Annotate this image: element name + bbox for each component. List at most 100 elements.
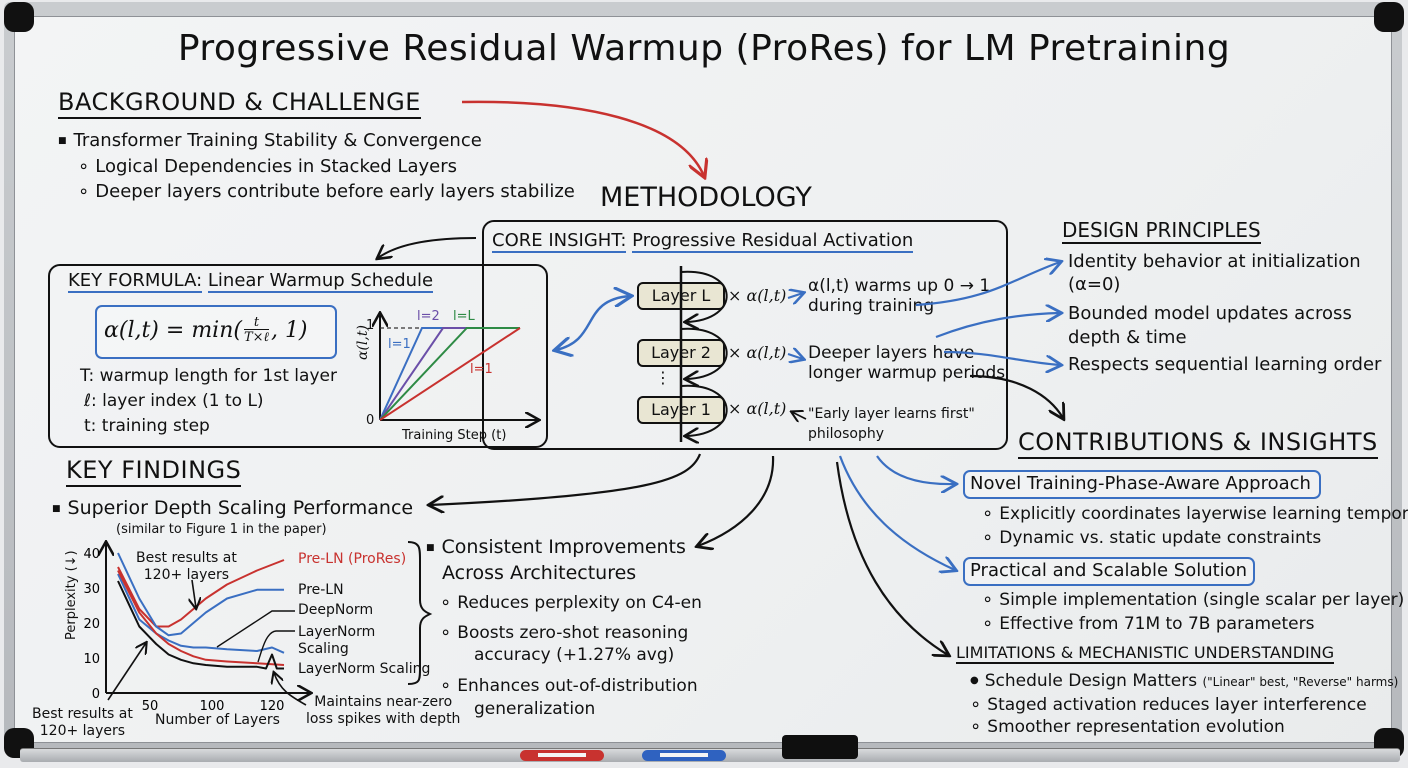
annotation-best-bottom: Best results at 120+ layers <box>32 706 133 740</box>
background-bullet-text: Transformer Training Stability & Converg… <box>73 130 482 151</box>
contribution-group-box <box>963 557 1255 586</box>
warmup-series-label: l=2 <box>417 309 440 324</box>
formula-numerator: t <box>253 315 260 330</box>
design-principles-heading: DESIGN PRINCIPLES <box>1062 218 1261 244</box>
deeper-note: Deeper layers have <box>808 343 975 363</box>
formula: α(l,t) = min( t T×ℓ , 1) <box>104 316 308 344</box>
contribution-group-title: Practical and Scalable Solution <box>970 560 1248 581</box>
improvements-title: Across Architectures <box>442 562 637 584</box>
contribution-item-text: Simple implementation (single scalar per… <box>999 590 1405 610</box>
limitation-item-text: Staged activation reduces layer interfer… <box>987 695 1367 715</box>
blue-marker[interactable] <box>642 750 726 761</box>
philosophy-note: "Early layer learns first" <box>808 406 975 422</box>
arrow-background-to-methodology <box>461 100 704 176</box>
formula-rhs: , 1) <box>270 317 308 343</box>
core-insight-label: CORE INSIGHT: <box>492 230 627 253</box>
arrow-formula-layer-link <box>556 296 630 350</box>
sub-bullet-text: Deeper layers contribute before early la… <box>95 181 575 202</box>
annotation-text: loss spikes with depth <box>306 711 461 727</box>
depth-y-tick-label: 20 <box>83 617 100 632</box>
core-insight-box <box>482 220 1008 450</box>
annotation-text: 120+ layers <box>39 723 126 739</box>
formula-denominator: T×ℓ <box>243 329 269 345</box>
sub-bullet-text: Logical Dependencies in Stacked Layers <box>95 156 458 177</box>
design-principle: depth & time <box>1068 327 1187 348</box>
warmup-chart <box>380 314 538 420</box>
arrow-to-limitations <box>835 461 948 655</box>
legend-entry: Pre-LN (ProRes) <box>298 551 407 567</box>
annotation-arrow <box>192 579 196 608</box>
layer-ellipsis: ⋮ <box>655 368 671 387</box>
formula-fraction: t T×ℓ <box>243 315 269 345</box>
legend-entry: LayerNorm Scaling <box>298 624 376 657</box>
annotation-spikes: Maintains near-zero loss spikes with dep… <box>306 694 460 728</box>
limitations-heading: LIMITATIONS & MECHANISTIC UNDERSTANDING <box>956 643 1335 664</box>
contribution-item-text: Explicitly coordinates layerwise learnin… <box>999 504 1408 524</box>
key-findings-heading: KEY FINDINGS <box>66 456 242 487</box>
improvement-item-text: Boosts zero-shot reasoning <box>457 623 689 643</box>
improvement-item-cont: generalization <box>474 699 596 719</box>
key-formula-label: KEY FORMULA: <box>68 270 203 293</box>
warmup-series-label: l=L <box>453 309 475 324</box>
legend-entry: Pre-LN <box>298 582 344 598</box>
improvements-title: Consistent Improvements <box>441 536 686 558</box>
formula-box <box>95 305 337 359</box>
key-formula-box <box>48 264 548 448</box>
alpha-multiplier: × α(l,t) <box>728 343 787 362</box>
depth-x-tick-label: 120 <box>260 699 285 714</box>
warmup-series-line <box>379 327 520 421</box>
arrow-to-practical-solution <box>838 455 955 570</box>
warmup-series-label: l=1 <box>470 362 493 377</box>
improvement-item: Enhances out-of-distribution <box>440 675 698 696</box>
warmup-chart-ytick: 0 <box>366 413 375 428</box>
depth-x-tick-label: 50 <box>142 699 159 714</box>
background-heading: BACKGROUND & CHALLENGE <box>58 88 421 119</box>
warmup-note: during training <box>808 296 935 316</box>
contribution-item: Simple implementation (single scalar per… <box>982 589 1404 610</box>
eraser[interactable] <box>782 735 858 759</box>
improvement-item-text: Enhances out-of-distribution <box>457 676 698 696</box>
annotation-text: Best results at <box>32 706 133 722</box>
arrow-deeper <box>787 354 803 359</box>
background-sub-bullet: Logical Dependencies in Stacked Layers <box>78 156 457 177</box>
warmup-chart-xlabel: Training Step (t) <box>402 428 507 443</box>
arrow-core-to-formula <box>378 237 477 258</box>
arrow-to-contributions <box>969 374 1063 418</box>
depth-y-tick-label: 10 <box>83 652 100 667</box>
warmup-series-line <box>379 327 521 421</box>
design-principle: Identity behavior at initialization <box>1068 251 1361 272</box>
red-marker[interactable] <box>520 750 604 761</box>
design-principle: (α=0) <box>1068 274 1121 295</box>
depth-series-line <box>117 559 285 628</box>
residual-loops <box>680 270 728 436</box>
formula-definition: T: warmup length for 1st layer <box>80 366 337 386</box>
contribution-group-box <box>963 470 1321 499</box>
legend-leader <box>257 630 295 663</box>
design-principle: Bounded model updates across <box>1068 303 1352 324</box>
depth-series-line <box>117 580 284 670</box>
contribution-item: Effective from 71M to 7B parameters <box>982 613 1314 634</box>
brace <box>407 541 433 685</box>
deeper-note: longer warmup periods <box>808 363 1006 383</box>
arrow-to-principle-3 <box>943 350 1060 365</box>
depth-series-line <box>117 570 285 666</box>
chart-caption: (similar to Figure 1 in the paper) <box>116 522 327 537</box>
limitation-item: Smoother representation evolution <box>970 716 1285 737</box>
formula-definition: t: training step <box>84 416 210 436</box>
limitation-item: Staged activation reduces layer interfer… <box>970 694 1367 715</box>
design-principle: Respects sequential learning order <box>1068 354 1382 375</box>
limitation-item-text: Schedule Design Matters <box>984 671 1198 691</box>
background-sub-bullet: Deeper layers contribute before early la… <box>78 181 575 202</box>
contributions-heading: CONTRIBUTIONS & INSIGHTS <box>1018 428 1378 459</box>
depth-chart-xlabel: Number of Layers <box>155 712 280 728</box>
arrow-to-principle-1 <box>915 262 1060 307</box>
core-insight-subtitle: Progressive Residual Activation <box>632 230 914 253</box>
improvements-bullet: Consistent Improvements <box>426 536 686 558</box>
legend-entry: DeepNorm <box>298 602 374 618</box>
annotation-arrow <box>274 673 307 706</box>
philosophy-note: philosophy <box>808 426 885 442</box>
key-formula-title: KEY FORMULA: Linear Warmup Schedule <box>68 270 434 293</box>
arrow-to-depth-scaling <box>430 453 702 505</box>
frame-corner <box>1374 2 1404 32</box>
